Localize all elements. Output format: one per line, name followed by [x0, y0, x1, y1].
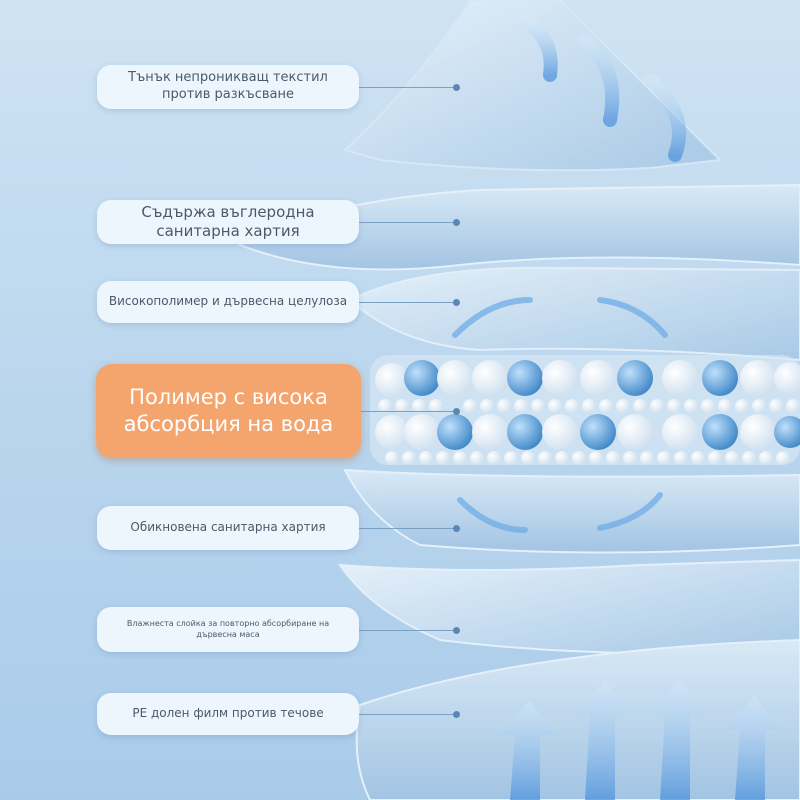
label-polymer-pulp-text: Високополимер и дървесна целулоза [109, 294, 347, 310]
reabsorb-layer [340, 560, 800, 653]
label-carbon-paper-text: Съдържа въглеродна санитарна хартия [107, 203, 349, 242]
label-carbon-paper: Съдържа въглеродна санитарна хартия [97, 200, 359, 244]
connector-line [358, 528, 456, 529]
label-reabsorb-layer-text: Влажнеста слойка за повторно абсорбиране… [107, 619, 349, 640]
ordinary-paper-layer [345, 470, 800, 553]
label-reabsorb-layer: Влажнеста слойка за повторно абсорбиране… [97, 607, 359, 652]
label-ordinary-paper-text: Обикновена санитарна хартия [130, 520, 325, 536]
connector-dot [453, 408, 460, 415]
label-pe-film-text: PE долен филм против течове [132, 706, 323, 722]
connector-dot [453, 711, 460, 718]
label-pe-film: PE долен филм против течове [97, 693, 359, 735]
connector-line [358, 302, 456, 303]
connector-dot [453, 627, 460, 634]
connector-dot [453, 299, 460, 306]
connector-dot [453, 219, 460, 226]
connector-line [360, 411, 456, 412]
label-polymer-pulp: Високополимер и дървесна целулоза [97, 281, 359, 323]
connector-line [358, 714, 456, 715]
label-top-sheet: Тънък непроникващ текстил против разкъсв… [97, 65, 359, 109]
connector-line [358, 87, 456, 88]
connector-dot [453, 84, 460, 91]
pe-film-layer [357, 640, 800, 800]
connector-dot [453, 525, 460, 532]
label-sap-core: Полимер с висока абсорбция на вода [96, 364, 361, 458]
label-ordinary-paper: Обикновена санитарна хартия [97, 506, 359, 550]
polymer-pulp-layer [350, 268, 800, 360]
label-top-sheet-text: Тънък непроникващ текстил против разкъсв… [107, 70, 349, 104]
label-sap-core-text: Полимер с висока абсорбция на вода [106, 384, 351, 439]
connector-line [358, 222, 456, 223]
sap-bead-core [370, 355, 800, 465]
connector-line [358, 630, 456, 631]
